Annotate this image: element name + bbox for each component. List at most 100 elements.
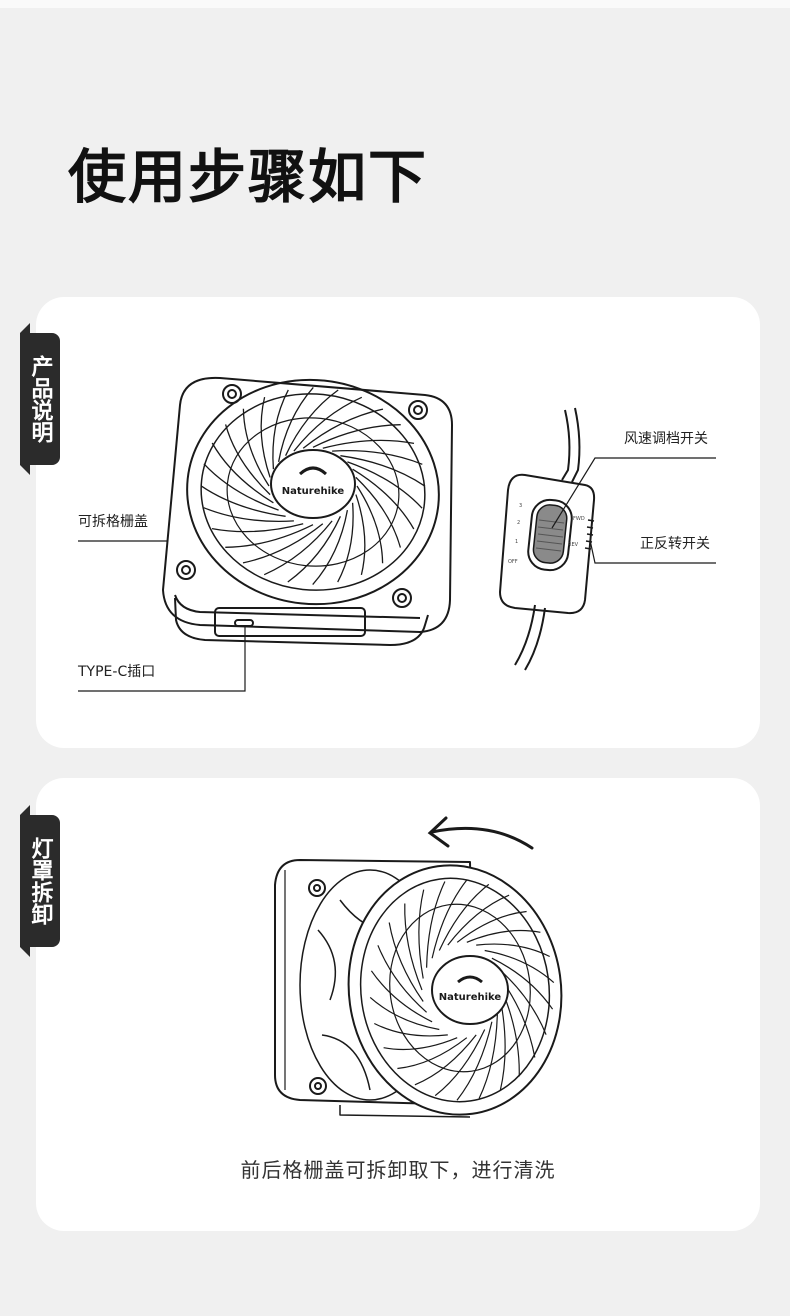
label-removable-grille: 可拆格栅盖 [78,514,148,530]
fan-base-panel [214,607,366,637]
top-strip [0,0,790,8]
grille-spoke [374,1022,448,1037]
grille-spoke [263,520,333,576]
grille-spoke [260,396,271,478]
grille-spoke [340,455,426,487]
screw-bottom-left [176,560,196,580]
section-tab-grille-removal: 灯罩拆卸 [20,805,60,957]
grille-spoke [277,386,314,463]
grille-spoke [491,957,554,1010]
grille-spoke [404,903,423,991]
section-tab-product-description: 产品说明 [20,323,60,475]
grille-spoke [337,502,354,583]
page-title: 使用步骤如下 [68,143,429,211]
speed-slider-ridges [535,519,565,552]
product-description-card [36,297,760,748]
grille-spoke [355,494,366,576]
grille-spoke [438,883,490,951]
grille-spoke [388,922,424,1002]
grille-spoke [383,1037,458,1051]
grille-spoke [484,949,555,984]
grille-spoke [285,389,339,456]
fan-base [174,597,429,646]
grille-spoke [312,424,401,448]
fan-housing [162,376,453,633]
grille-spoke [322,439,415,449]
leader-reverse [589,539,716,564]
grille-spoke [352,468,415,530]
fan-back-housing [274,859,476,1106]
speed-slider-window [527,498,573,572]
label-speed-switch: 风速调档开关 [624,431,708,447]
grille-spoke [447,894,510,946]
front-grille-spokes [369,879,555,1101]
switch-mark-3: 3 [519,503,522,509]
grille-spoke [203,507,294,522]
grille-spoke [287,516,341,583]
grille-spoke [476,943,550,958]
brand-logo-icon [298,466,328,476]
screw-top-right [408,400,428,420]
usb-c-port [234,619,254,627]
grille-brand-text: Naturehike [439,992,502,1003]
grille-spoke [211,442,274,504]
grille-spoke [499,1001,506,1091]
cable-bottom-right [524,607,546,671]
cable-top-right [571,407,581,483]
grille-spoke [456,1021,493,1101]
switch-mark-1: 1 [515,539,518,545]
grille-spoke [242,523,324,564]
grille-spoke [200,485,286,517]
grille-spoke [242,408,270,487]
grille-spoke [211,523,304,533]
grille-spoke [434,1029,486,1097]
label-reverse-switch: 正反转开关 [640,536,710,552]
grille-spoke [369,996,440,1031]
inline-switch-housing [498,473,596,615]
grille-spoke [431,879,468,959]
grille-spoke [356,485,384,564]
fan-housing-edge [174,594,421,619]
screw-top-left [308,879,326,897]
grille-spoke [203,463,279,511]
grille-spoke [302,408,384,449]
cable-top-left [561,409,571,481]
screw-bottom-left [309,1077,327,1095]
label-type-c-port: TYPE-C插口 [78,664,156,680]
grille-spoke [426,881,446,968]
grille-spoke [272,389,289,470]
grille-spoke [418,889,425,979]
grille-spoke [312,509,349,586]
grille-spoke [414,1034,477,1086]
cable-bottom-left [514,604,536,666]
switch-mark-fwd: FWD [573,516,585,522]
leader-usb [78,625,246,692]
screw-top-left [222,384,242,404]
switch-mark-off: OFF [508,559,518,565]
grille-spoke [397,1037,468,1070]
grille-spoke [347,461,423,509]
grille-removal-caption: 前后格栅盖可拆卸取下，进行清洗 [240,1158,556,1182]
grille-spoke [225,524,314,548]
screw-bottom-right [392,588,412,608]
rotate-arrow-icon [427,816,534,850]
switch-mark-rev: REV [568,542,579,548]
fan-grille-outer [186,378,440,606]
switch-mark-2: 2 [517,520,520,526]
grille-spoke [355,476,402,548]
grille-hub [431,955,509,1025]
grille-spoke [466,929,541,943]
grille-spoke [456,910,527,943]
grille-spoke [293,396,363,452]
grille-spoke [332,450,423,465]
grille-spoke [224,424,271,496]
leader-speed [551,457,716,529]
grille-spoke [377,945,427,1013]
grille-spoke [370,970,433,1023]
grille-spoke [478,1012,498,1099]
fan-hub [270,449,356,519]
fan-brand-text: Naturehike [282,486,345,497]
brand-logo-icon [457,975,483,984]
